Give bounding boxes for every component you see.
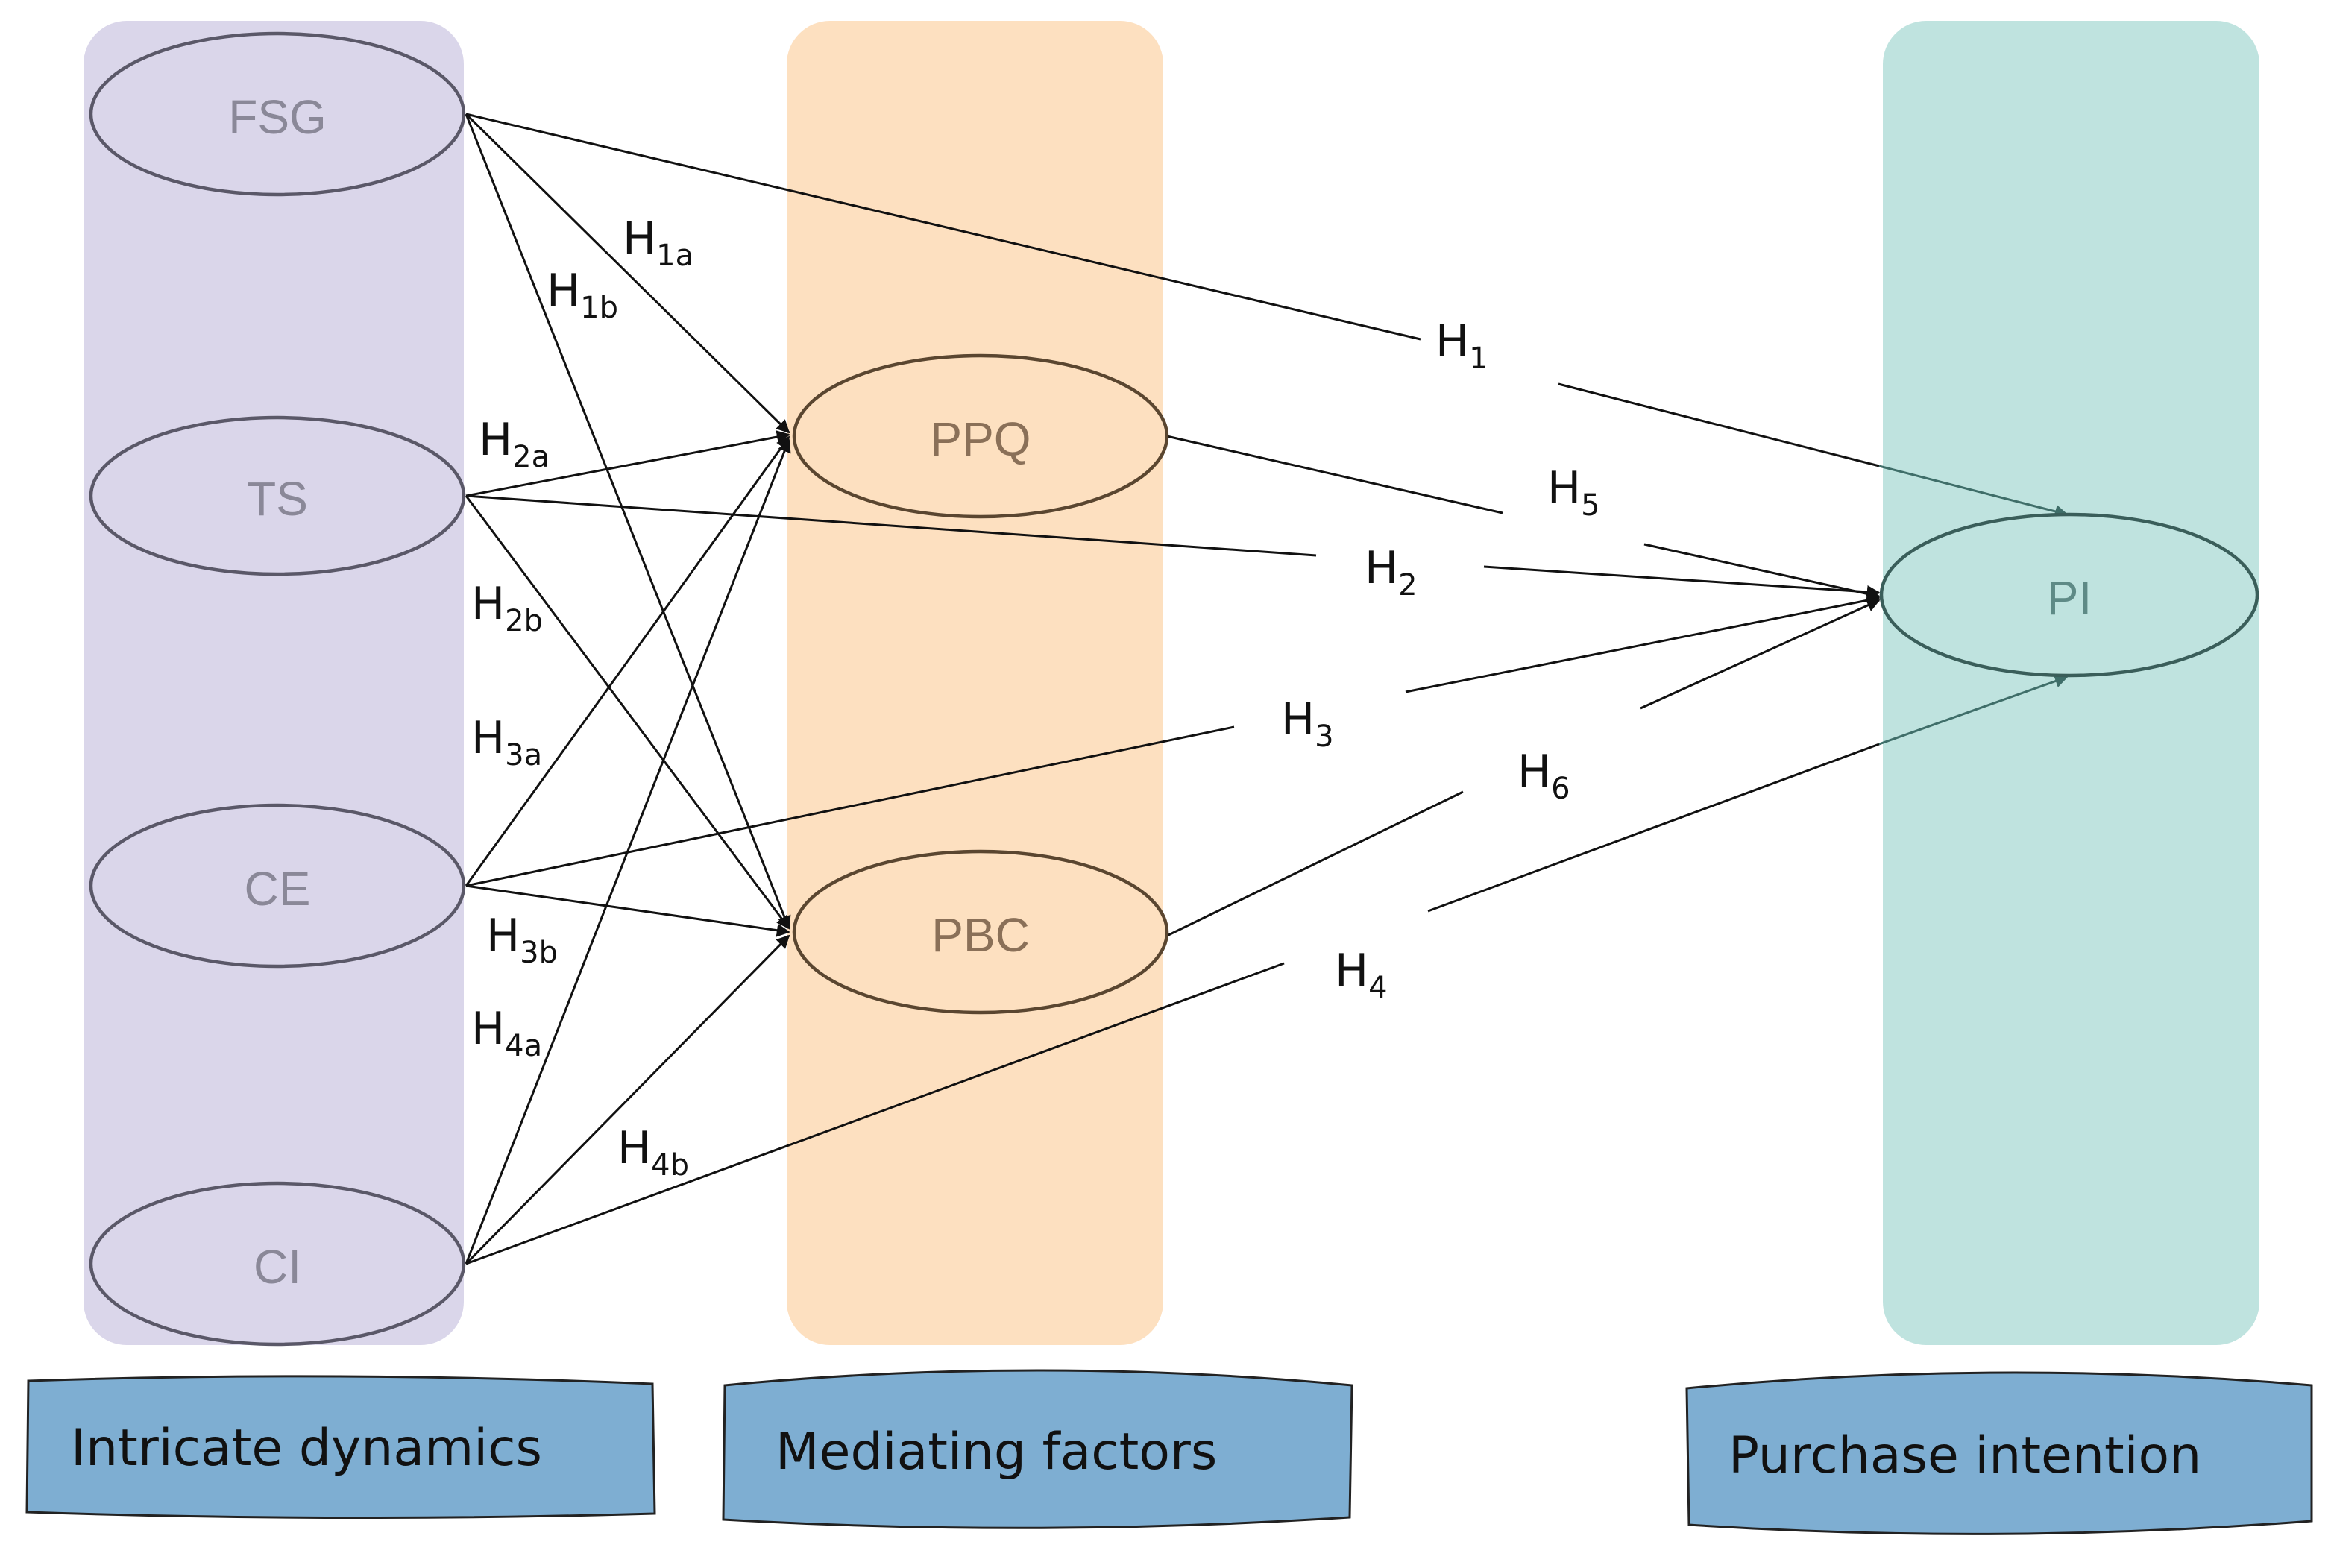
- path-ci-pbc: [465, 934, 790, 1265]
- caption-mediating-factors: Mediating factors: [722, 1369, 1353, 1529]
- node-fsg-label: FSG: [228, 90, 327, 144]
- label-h5: H5: [1547, 462, 1600, 523]
- mediating-factors-band: [787, 21, 1163, 1345]
- path-ppq-pi-segment-2: [1643, 543, 1881, 601]
- node-ce-shape: [89, 803, 466, 969]
- node-ci-label: CI: [254, 1240, 301, 1294]
- path-ts-pi-segment-2: [1483, 565, 1881, 599]
- purchase-intention-band: [1883, 21, 2259, 1345]
- caption-purchase-intention: Purchase intention: [1685, 1371, 2313, 1535]
- node-ce: CE: [89, 803, 466, 969]
- caption-mediating-factors-label: Mediating factors: [776, 1423, 1217, 1482]
- node-ce-label: CE: [245, 862, 311, 916]
- node-ppq: PPQ: [792, 353, 1169, 519]
- node-ts-label: TS: [247, 472, 308, 526]
- node-fsg: FSG: [89, 31, 466, 197]
- label-h6: H6: [1517, 746, 1570, 806]
- path-ts-ppq: [465, 430, 790, 497]
- label-h3a: H3a: [471, 712, 542, 772]
- caption-purchase-intention-label: Purchase intention: [1728, 1426, 2201, 1485]
- node-pi: PI: [1879, 512, 2259, 678]
- path-ci-pi-segment-3: [1878, 674, 2069, 746]
- node-pi-label: PI: [2047, 571, 2092, 625]
- hypothesis-labels: H1a H1b H2a H2b H3a H3b H4a H4b H1 H5 H2…: [471, 212, 1600, 1183]
- path-fsg-pi-segment-2: [1558, 382, 1880, 467]
- label-h1b: H1b: [547, 265, 618, 325]
- caption-intricate-dynamics-label: Intricate dynamics: [71, 1419, 542, 1478]
- path-pbc-pi-segment-1: [1166, 790, 1464, 937]
- caption-intricate-dynamics-box: [25, 1375, 656, 1520]
- caption-intricate-dynamics: Intricate dynamics: [25, 1375, 656, 1520]
- node-ci-shape: [89, 1181, 466, 1347]
- label-h4b: H4b: [617, 1122, 689, 1183]
- path-ci-pi-segment-1: [465, 962, 1285, 1265]
- label-h1: H1: [1435, 315, 1488, 376]
- node-pi-shape: [1879, 512, 2259, 678]
- node-ppq-shape: [792, 353, 1169, 519]
- node-ts-shape: [89, 415, 466, 576]
- direct-paths: [465, 113, 2069, 1265]
- label-h1a: H1a: [623, 212, 693, 273]
- node-pbc-label: PBC: [931, 908, 1030, 962]
- path-ts-pbc: [465, 495, 790, 930]
- path-fsg-pbc: [465, 113, 791, 930]
- path-fsg-ppq: [465, 113, 790, 434]
- path-ce-ppq: [465, 435, 790, 887]
- label-h4a: H4a: [471, 1003, 542, 1063]
- label-h4: H4: [1335, 945, 1388, 1005]
- path-ci-pi-segment-2: [1427, 743, 1880, 913]
- label-h2: H2: [1365, 542, 1418, 602]
- label-h2b: H2b: [471, 578, 543, 638]
- caption-purchase-intention-box: [1685, 1371, 2313, 1535]
- path-ts-pi-segment-1: [465, 494, 1317, 557]
- path-ce-pi-segment-2: [1405, 593, 1881, 693]
- label-h3b: H3b: [486, 910, 558, 970]
- label-h3: H3: [1281, 693, 1334, 754]
- node-ppq-label: PPQ: [930, 412, 1031, 466]
- node-pbc-shape: [792, 849, 1169, 1015]
- path-ce-pbc: [465, 884, 790, 937]
- node-pbc: PBC: [792, 849, 1169, 1015]
- label-h2a: H2a: [479, 414, 550, 474]
- node-ci: CI: [89, 1181, 466, 1347]
- path-ppq-pi-segment-1: [1166, 435, 1503, 514]
- node-ts: TS: [89, 415, 466, 576]
- path-fsg-pi-segment-3: [1878, 465, 2069, 518]
- intricate-dynamics-band: [84, 21, 464, 1345]
- node-fsg-shape: [89, 31, 466, 197]
- path-ce-pi-segment-1: [465, 725, 1235, 887]
- path-fsg-pi-segment-1: [465, 113, 1421, 341]
- mediation-paths: [465, 113, 791, 1265]
- caption-mediating-factors-box: [722, 1369, 1353, 1529]
- path-pbc-pi-segment-2: [1640, 599, 1881, 710]
